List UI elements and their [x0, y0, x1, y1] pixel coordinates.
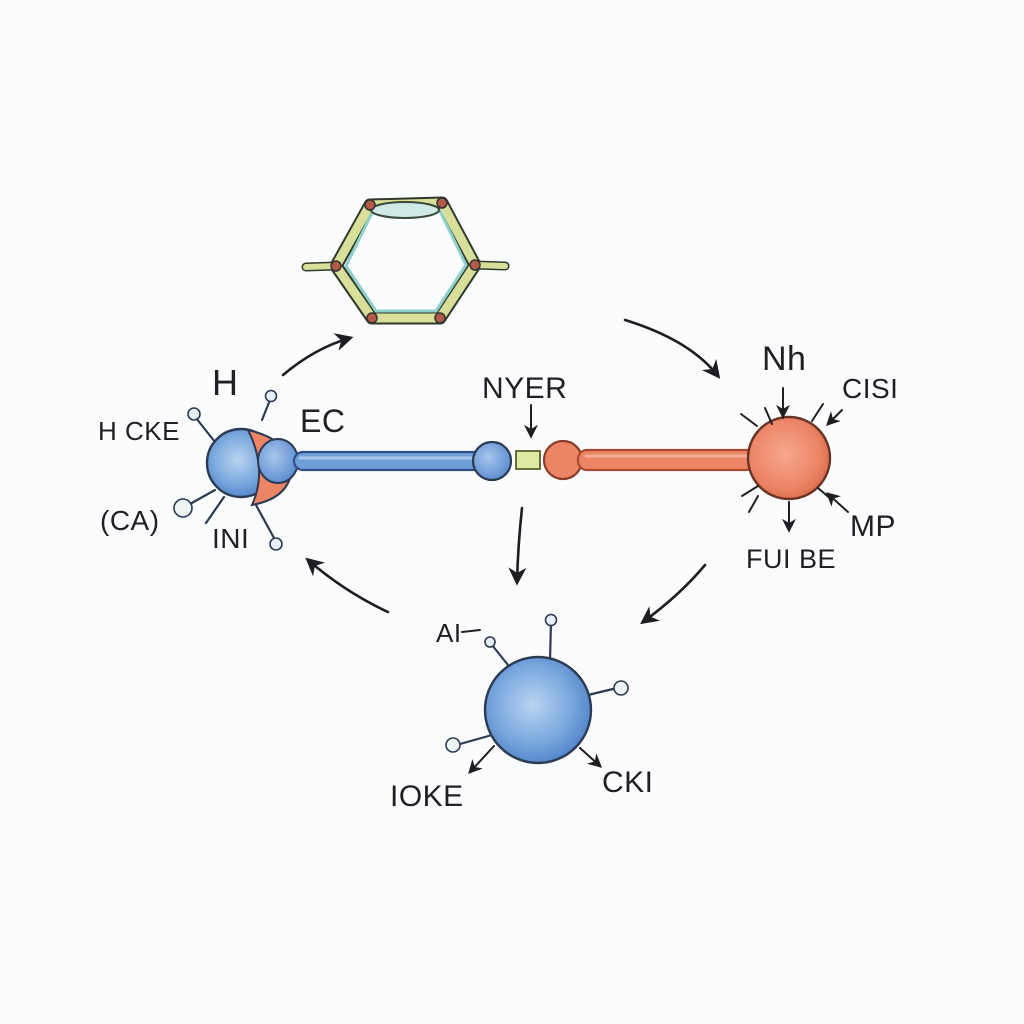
- cycle-arrows: [281, 318, 721, 625]
- label-ioke: IOKE: [390, 780, 464, 813]
- bottom-molecule: [445, 613, 629, 775]
- pointer-cki: [579, 747, 603, 768]
- pointer-ioke: [468, 745, 495, 775]
- label-nh: Nh: [762, 340, 806, 378]
- label-ec: EC: [300, 403, 345, 439]
- right-molecule: [740, 387, 849, 533]
- arrow-hexagon-to-right: [623, 318, 721, 379]
- diagram-labels: H H CKE EC (CA) INI NYER Nh CISI MP FUI …: [98, 340, 898, 813]
- arrow-bottom-to-left: [305, 557, 390, 614]
- arrow-left-to-hexagon: [281, 333, 354, 377]
- label-h: H: [212, 362, 239, 403]
- label-cki: CKI: [602, 766, 654, 799]
- central-bond: [292, 439, 758, 482]
- arrow-right-to-bottom: [640, 563, 707, 625]
- label-nyer: NYER: [482, 372, 567, 405]
- arrow-center-down: [508, 506, 527, 586]
- label-ini: INI: [212, 523, 249, 554]
- label-h-cke: H CKE: [98, 416, 180, 446]
- label-mp: MP: [850, 510, 896, 543]
- left-molecule: [173, 389, 299, 551]
- label-fui-be: FUI BE: [746, 544, 836, 574]
- pointer-ai: [461, 629, 481, 633]
- label-ai: AI: [436, 618, 462, 648]
- hexagon-ring: [301, 196, 510, 325]
- pointer-mp: [825, 492, 849, 513]
- label-cisi: CISI: [842, 373, 898, 404]
- pointer-cisi: [826, 409, 843, 426]
- label-ca: (CA): [100, 505, 160, 536]
